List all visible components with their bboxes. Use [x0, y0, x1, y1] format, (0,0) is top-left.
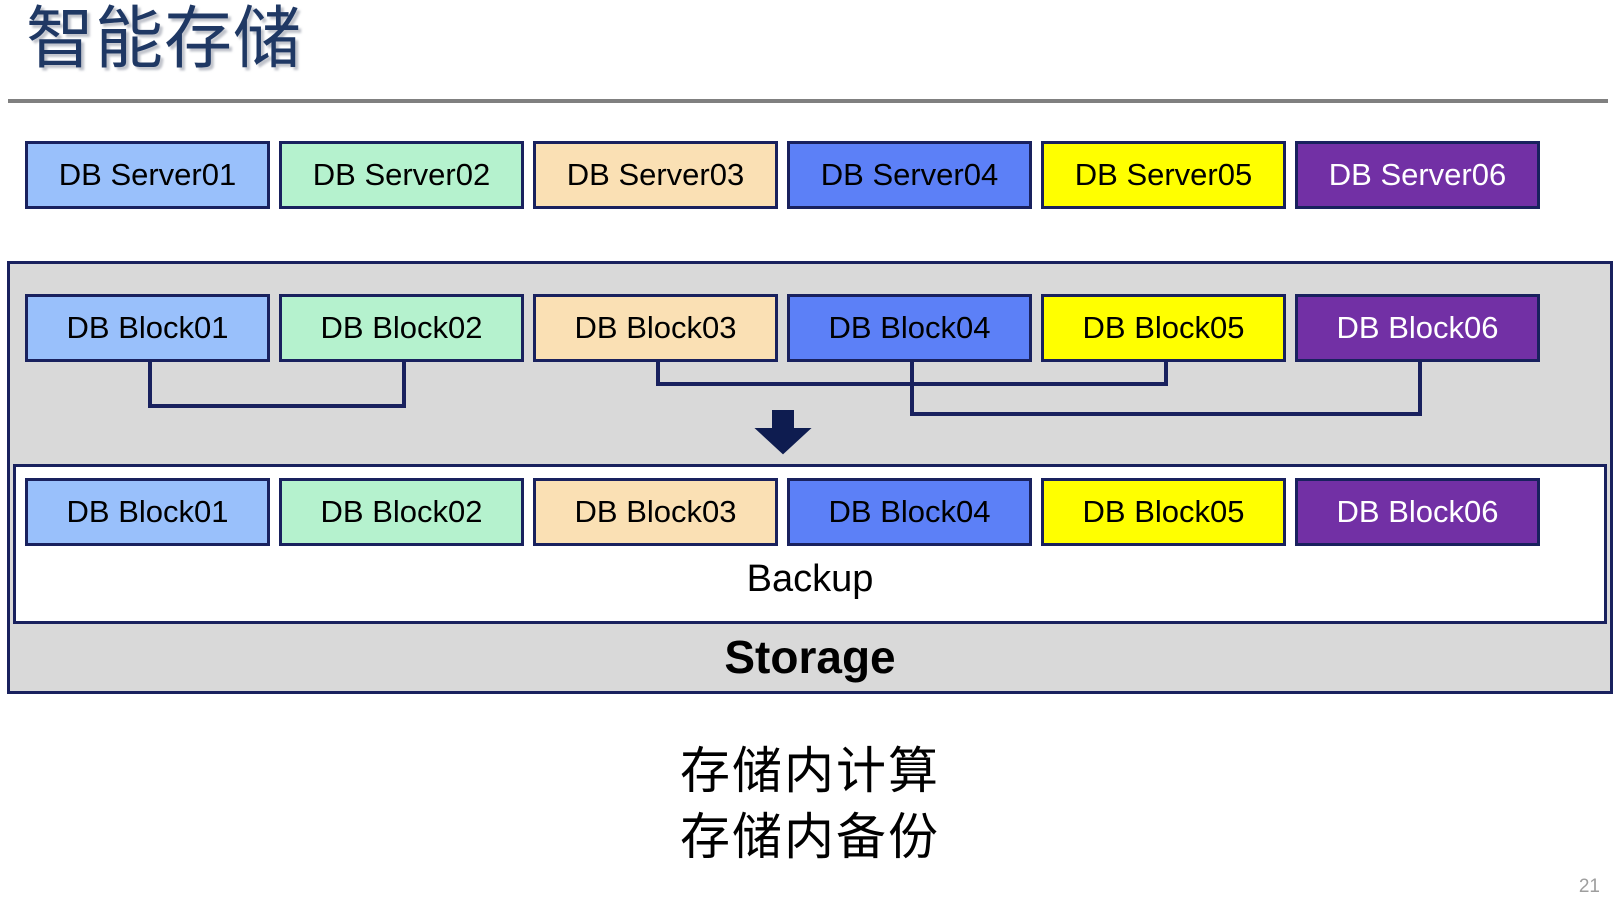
- backup-db-block-box-label: DB Block04: [828, 494, 991, 529]
- db-block-box-4[interactable]: DB Block04: [787, 294, 1032, 362]
- connector-block01-block02-crossbar: [148, 404, 406, 408]
- connector-block01-block02-right-leg: [402, 362, 406, 408]
- db-block-box-5[interactable]: DB Block05: [1041, 294, 1286, 362]
- backup-db-block-box-2[interactable]: DB Block02: [279, 478, 524, 546]
- connector-block03-block05-right-leg: [1164, 362, 1168, 386]
- db-block-box-3[interactable]: DB Block03: [533, 294, 778, 362]
- connector-block03-block05-left-leg: [656, 362, 660, 386]
- connector-block01-block02-left-leg: [148, 362, 152, 408]
- db-server-box-label: DB Server06: [1328, 157, 1507, 192]
- backup-db-block-box-1[interactable]: DB Block01: [25, 478, 270, 546]
- db-block-box-6[interactable]: DB Block06: [1295, 294, 1540, 362]
- connector-block04-block06-left-leg: [910, 362, 914, 416]
- backup-db-block-box-5[interactable]: DB Block05: [1041, 478, 1286, 546]
- backup-db-block-box-3[interactable]: DB Block03: [533, 478, 778, 546]
- db-block-box-label: DB Block06: [1336, 310, 1499, 345]
- db-server-box-4[interactable]: DB Server04: [787, 141, 1032, 209]
- db-server-box-1[interactable]: DB Server01: [25, 141, 270, 209]
- db-block-box-label: DB Block04: [828, 310, 991, 345]
- page-title: 智能存储: [26, 1, 303, 77]
- backup-db-block-box-label: DB Block02: [320, 494, 483, 529]
- db-server-box-2[interactable]: DB Server02: [279, 141, 524, 209]
- backup-db-block-box-label: DB Block06: [1336, 494, 1499, 529]
- db-server-box-5[interactable]: DB Server05: [1041, 141, 1286, 209]
- db-block-box-1[interactable]: DB Block01: [25, 294, 270, 362]
- backup-label: Backup: [746, 558, 874, 600]
- backup-db-block-box-6[interactable]: DB Block06: [1295, 478, 1540, 546]
- db-server-box-label: DB Server03: [566, 157, 745, 192]
- db-server-box-label: DB Server04: [820, 157, 999, 192]
- connector-block04-block06-right-leg: [1418, 362, 1422, 416]
- backup-db-block-box-label: DB Block05: [1082, 494, 1245, 529]
- db-server-box-label: DB Server02: [312, 157, 491, 192]
- down-arrow-icon: [754, 410, 812, 455]
- connector-block04-block06-crossbar: [910, 412, 1422, 416]
- db-block-box-label: DB Block05: [1082, 310, 1245, 345]
- backup-db-block-box-label: DB Block03: [574, 494, 737, 529]
- db-server-box-6[interactable]: DB Server06: [1295, 141, 1540, 209]
- backup-db-block-box-label: DB Block01: [66, 494, 229, 529]
- db-server-box-3[interactable]: DB Server03: [533, 141, 778, 209]
- backup-db-block-box-4[interactable]: DB Block04: [787, 478, 1032, 546]
- db-server-box-label: DB Server01: [58, 157, 237, 192]
- db-block-box-label: DB Block02: [320, 310, 483, 345]
- title-divider: [8, 99, 1608, 103]
- db-block-box-label: DB Block03: [574, 310, 737, 345]
- page-number: 21: [1578, 876, 1600, 897]
- db-block-box-2[interactable]: DB Block02: [279, 294, 524, 362]
- db-server-box-label: DB Server05: [1074, 157, 1253, 192]
- storage-label: Storage: [724, 631, 896, 683]
- caption-block: 存储内计算存储内备份: [0, 738, 1620, 870]
- caption-line-2: 存储内备份: [680, 809, 940, 865]
- db-block-box-label: DB Block01: [66, 310, 229, 345]
- caption-line-1: 存储内计算: [680, 743, 940, 799]
